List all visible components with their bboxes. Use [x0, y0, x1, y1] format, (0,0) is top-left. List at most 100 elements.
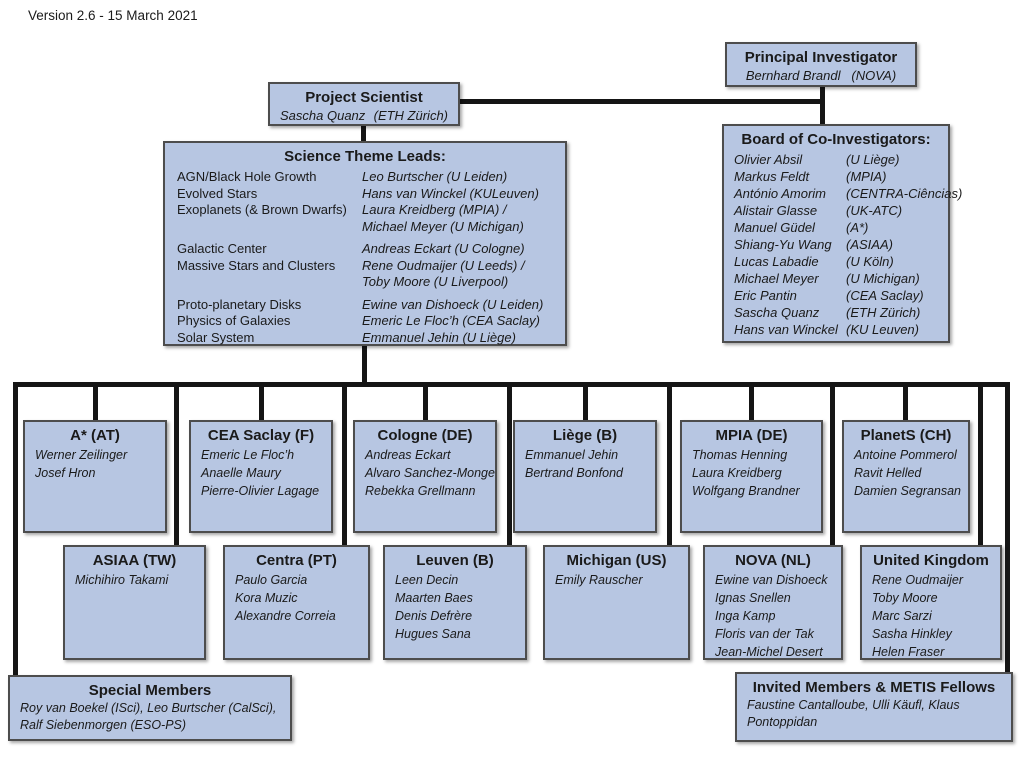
team-title: United Kingdom — [873, 552, 989, 569]
connector-bus-to-special — [13, 382, 18, 677]
connector-bus-to-a-at — [93, 382, 98, 422]
board-member-row: Olivier Absil (U Liège) — [734, 151, 940, 168]
stl-theme: AGN/Black Hole Growth — [177, 169, 317, 184]
team-title: ASIAA (TW) — [92, 552, 177, 569]
board-member-name: Hans van Winckel — [734, 322, 838, 337]
stl-theme: Evolved Stars — [177, 185, 258, 201]
stl-title: Science Theme Leads: — [284, 148, 446, 165]
team-member: Inga Kamp — [715, 609, 776, 623]
team-title: NOVA (NL) — [735, 552, 811, 569]
board-member-row: Sascha Quanz (ETH Zürich) — [734, 304, 940, 321]
stl-lead: Rene Oudmaijer (U Leeds) / — [362, 257, 525, 273]
team-member: Ignas Snellen — [715, 591, 791, 605]
pi-affiliation: (NOVA) — [851, 68, 897, 83]
board-member-affiliation: (U Köln) — [846, 254, 894, 269]
team-member: Bertrand Bonfond — [525, 466, 623, 480]
team-member: Michihiro Takami — [75, 573, 169, 587]
connector-bus-to-uk — [978, 382, 983, 547]
stl-rows: AGN/Black Hole Growth Leo Burtscher (U L… — [165, 166, 565, 346]
team-member: Jean-Michel Desert — [715, 645, 823, 659]
team-title: A* (AT) — [70, 427, 120, 444]
stl-row: Massive Stars and Clusters Rene Oudmaije… — [177, 258, 557, 275]
team-member: Ravit Helled — [854, 466, 922, 480]
ps-person: Sascha Quanz(ETH Zürich) — [270, 107, 458, 124]
stl-row: Physics of Galaxies Emeric Le Floc’h (CE… — [177, 313, 557, 330]
team-member: Werner Zeilinger — [35, 448, 128, 462]
board-members: Olivier Absil (U Liège) Markus Feldt (MP… — [724, 149, 962, 338]
board-member-row: Michael Meyer (U Michigan) — [734, 270, 940, 287]
team-title: PlanetS (CH) — [860, 427, 952, 444]
team-member: Laura Kreidberg — [692, 466, 782, 480]
stl-row: AGN/Black Hole Growth Leo Burtscher (U L… — [177, 169, 557, 186]
board-member-row: Manuel Güdel (A*) — [734, 219, 940, 236]
stl-theme: Massive Stars and Clusters — [177, 257, 336, 273]
team-member: Marc Sarzi — [872, 609, 932, 623]
ps-title: Project Scientist — [305, 89, 423, 106]
stl-lead: Emeric Le Floc’h (CEA Saclay) — [362, 313, 540, 328]
stl-row: Toby Moore (U Liverpool) — [177, 274, 557, 291]
team-member: Antoine Pommerol — [854, 448, 957, 462]
stl-lead: Leo Burtscher (U Leiden) — [362, 169, 508, 184]
board-member-name: Markus Feldt — [734, 169, 810, 184]
team-member: Wolfgang Brandner — [692, 484, 800, 498]
stl-lead: Andreas Eckart (U Cologne) — [362, 241, 525, 256]
team-title: Cologne (DE) — [377, 427, 473, 444]
team-member: Sasha Hinkley — [872, 627, 952, 641]
board-member-name: Olivier Absil — [734, 152, 803, 167]
team-box-asiaa: ASIAA (TW) Michihiro Takami — [63, 545, 206, 660]
special-members-title: Special Members — [88, 682, 212, 699]
board-member-affiliation: (ETH Zürich) — [846, 305, 921, 320]
board-member-affiliation: (U Liège) — [846, 152, 900, 167]
invited-members-title: Invited Members & METIS Fellows — [752, 679, 996, 696]
stl-lead: Hans van Winckel (KULeuven) — [362, 185, 539, 201]
team-member: Maarten Baes — [395, 591, 473, 605]
team-title: CEA Saclay (F) — [207, 427, 315, 444]
stl-row: Michael Meyer (U Michigan) — [177, 219, 557, 236]
pi-title: Principal Investigator — [744, 49, 898, 66]
team-member: Kora Muzic — [235, 591, 298, 605]
board-member-name: Manuel Güdel — [734, 220, 815, 235]
team-member: Ewine van Dishoeck — [715, 573, 828, 587]
stl-row: Evolved Stars Hans van Winckel (KULeuven… — [177, 186, 557, 203]
connector-bus-to-michigan — [667, 382, 672, 547]
stl-lead: Ewine van Dishoeck (U Leiden) — [362, 296, 544, 312]
board-member-name: Michael Meyer — [734, 271, 819, 286]
board-member-row: Alistair Glasse (UK-ATC) — [734, 202, 940, 219]
team-member: Damien Segransan — [854, 484, 962, 498]
team-member: Toby Moore — [872, 591, 938, 605]
board-member-row: Hans van Winckel (KU Leuven) — [734, 321, 940, 338]
stl-row: Solar System Emmanuel Jehin (U Liège) — [177, 330, 557, 347]
connector-pi-to-board — [820, 85, 825, 124]
stl-theme: Physics of Galaxies — [177, 313, 291, 328]
connector-bus-to-asiaa — [174, 382, 179, 547]
stl-lead: Michael Meyer (U Michigan) — [362, 218, 524, 234]
team-member: Emmanuel Jehin — [525, 448, 619, 462]
stl-theme — [177, 274, 362, 291]
board-member-row: Markus Feldt (MPIA) — [734, 168, 940, 185]
team-member: Emily Rauscher — [555, 573, 643, 587]
team-box-michigan: Michigan (US) Emily Rauscher — [543, 545, 690, 660]
connector-bus-to-invited — [1005, 382, 1010, 674]
board-member-row: Lucas Labadie (U Köln) — [734, 253, 940, 270]
board-member-affiliation: (CEA Saclay) — [846, 288, 924, 303]
stl-theme: Solar System — [177, 329, 255, 345]
team-member: Alexandre Correia — [235, 609, 336, 623]
board-member-affiliation: (MPIA) — [846, 169, 887, 184]
board-member-affiliation: (U Michigan) — [846, 271, 920, 286]
stl-row: Exoplanets (& Brown Dwarfs) Laura Kreidb… — [177, 202, 557, 219]
board-box: Board of Co-Investigators: Olivier Absil… — [722, 124, 962, 343]
